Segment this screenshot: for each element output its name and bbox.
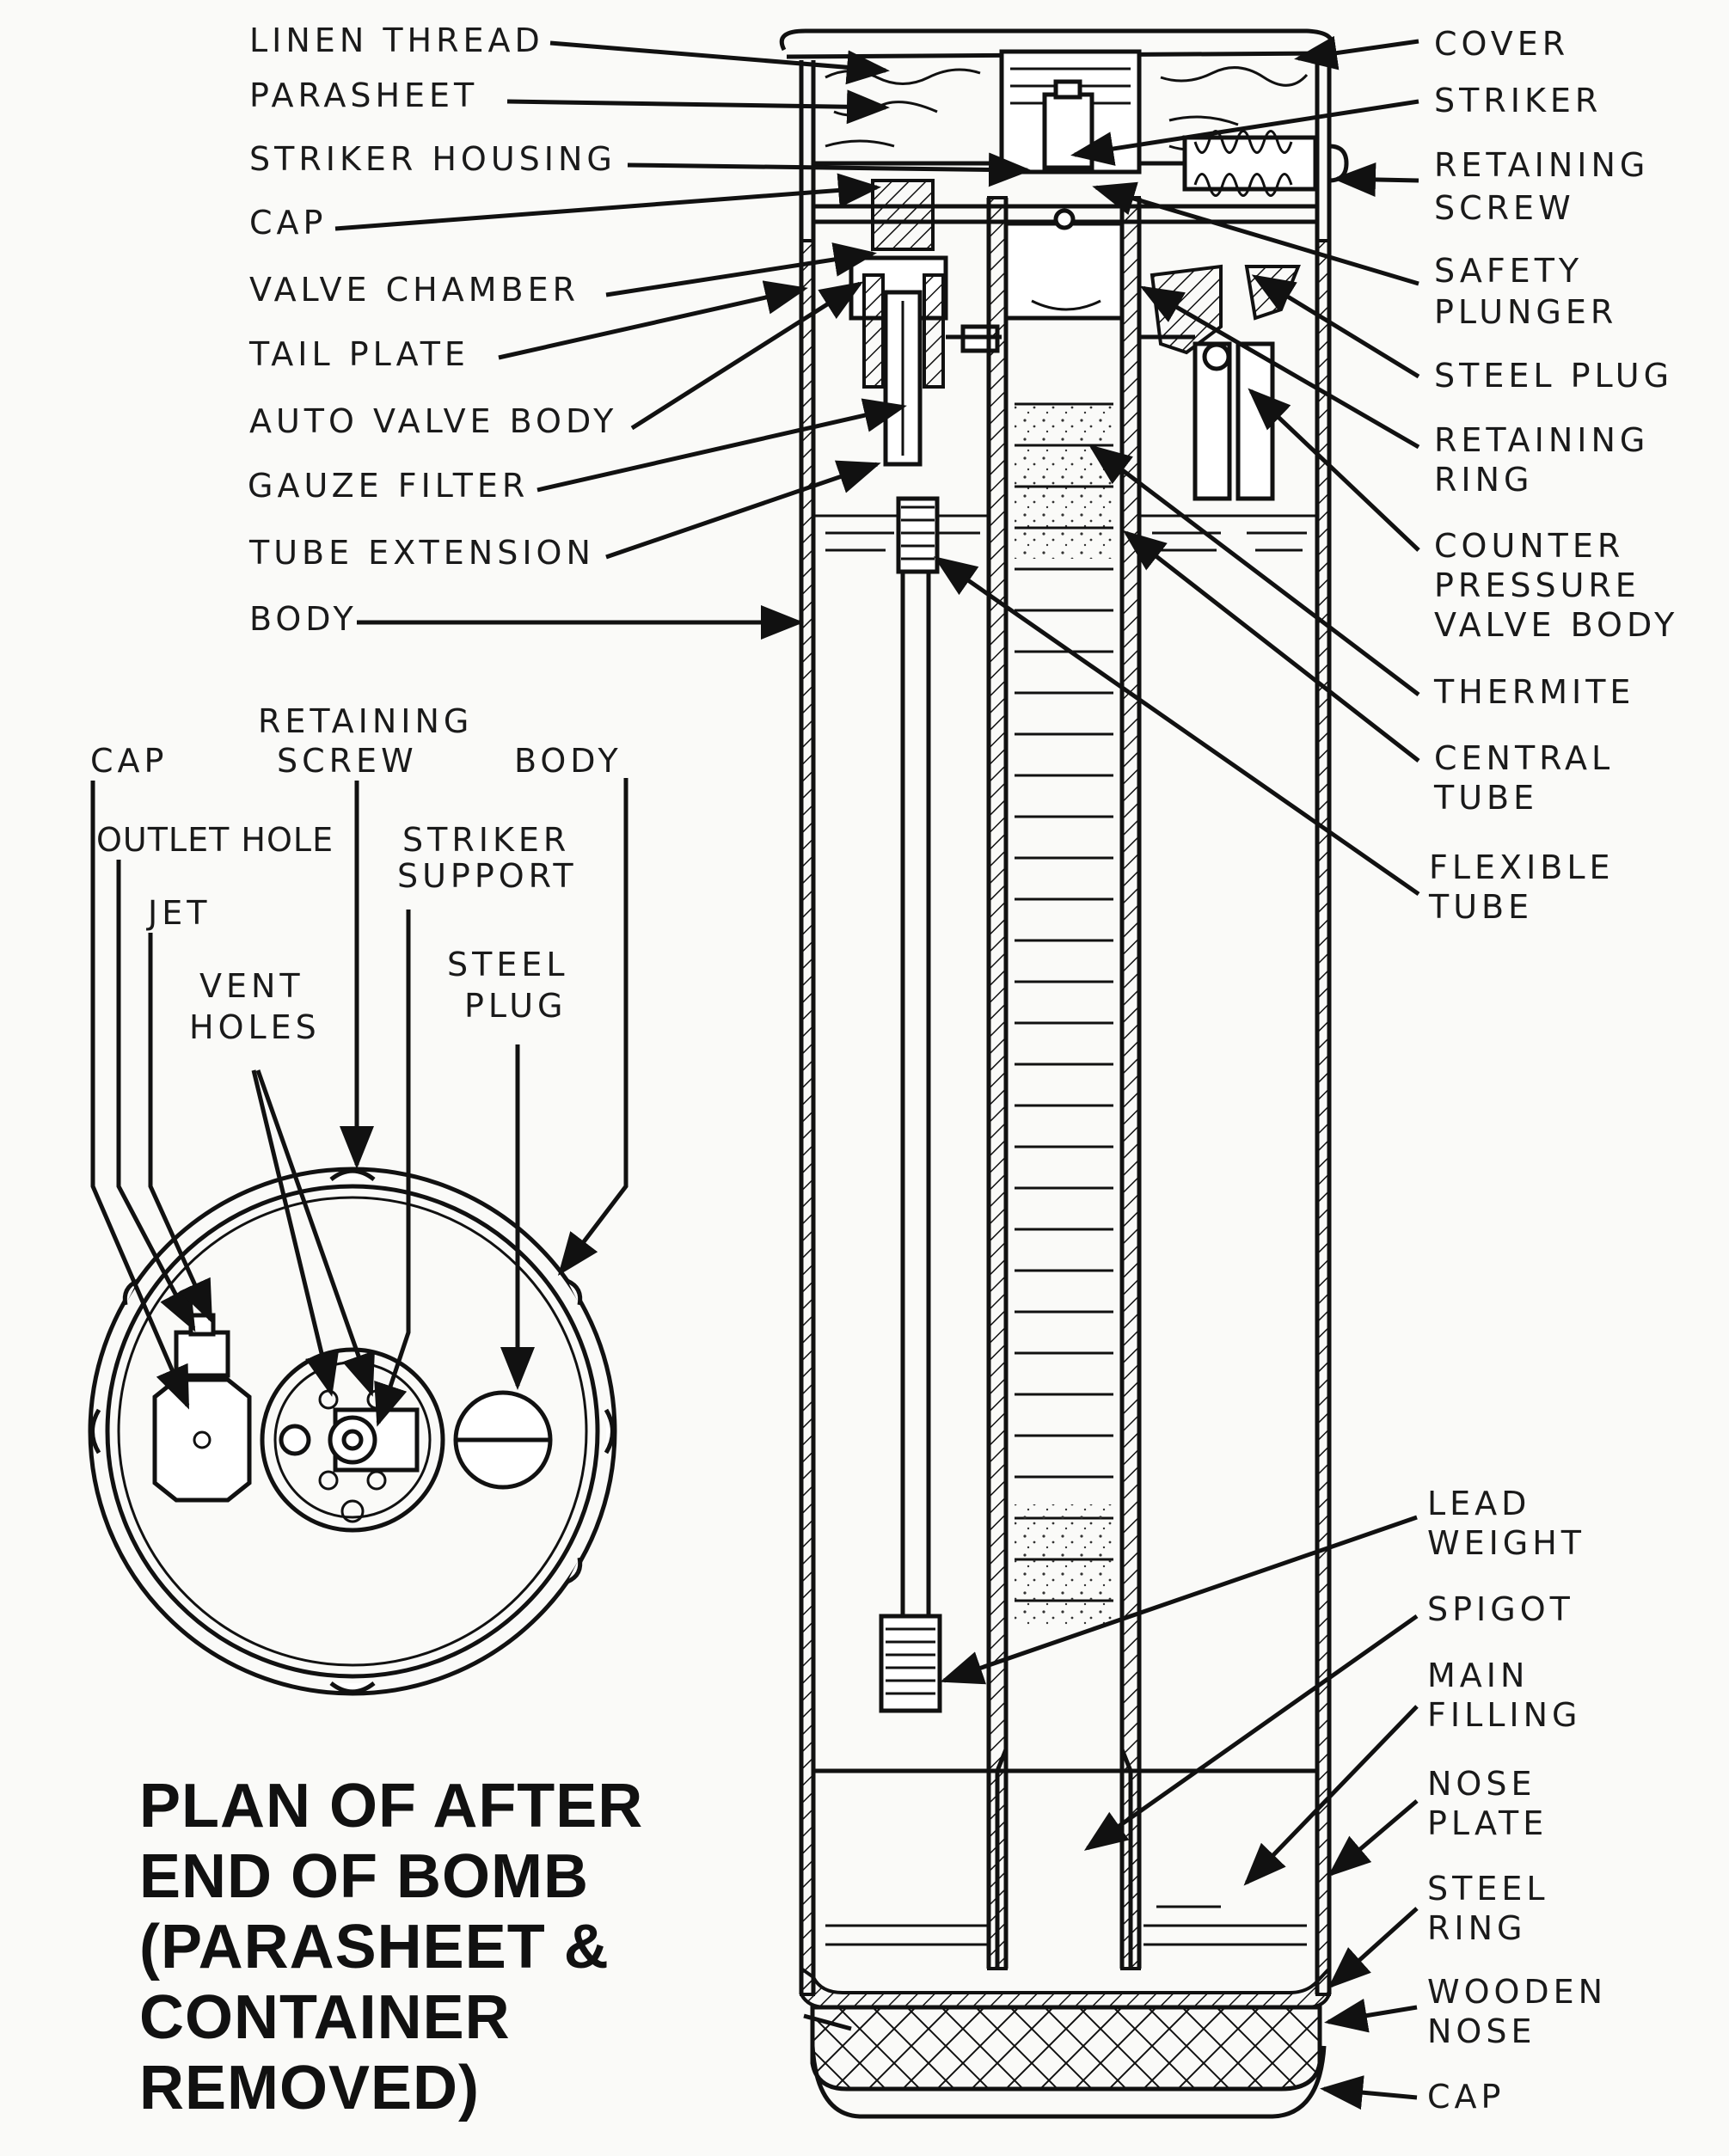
- label-valve-chamber: VALVE CHAMBER: [249, 271, 579, 309]
- nose-plate: [800, 1963, 1331, 2009]
- label-auto-valve-body: AUTO VALVE BODY: [249, 402, 617, 440]
- label-striker: STRIKER: [1434, 82, 1602, 119]
- label-spigot: SPIGOT: [1427, 1590, 1574, 1628]
- plan-title-line-2: END OF BOMB: [139, 1842, 589, 1911]
- main-filling: [813, 1768, 1317, 1946]
- plan-title-line-3: (PARASHEET &: [139, 1913, 610, 1981]
- plan-cap: [152, 1313, 252, 1503]
- right-leaders: [933, 35, 1420, 2110]
- plan-title-line-5: REMOVED): [139, 2054, 480, 2122]
- plan-title: PLAN OF AFTER END OF BOMB (PARASHEET & C…: [139, 1772, 643, 2122]
- plan-striker-support: [260, 1347, 445, 1533]
- spigot: [995, 1749, 1133, 1969]
- label-tube-extension: TUBE EXTENSION: [248, 534, 595, 572]
- label-steel-plug: STEEL PLUG: [1434, 357, 1673, 395]
- lead-weight: [879, 1614, 942, 1713]
- left-labels: LINEN THREAD PARASHEET STRIKER HOUSING C…: [248, 21, 617, 638]
- label-gauze-filter: GAUZE FILTER: [248, 467, 529, 505]
- plan-steel-plug: [453, 1390, 553, 1490]
- thermite: [1015, 402, 1113, 1625]
- label-linen-thread: LINEN THREAD: [249, 21, 544, 59]
- label-striker-housing: STRIKER HOUSING: [249, 140, 616, 178]
- plan-leaders: [90, 778, 628, 1427]
- left-leaders: [334, 40, 1032, 640]
- nose-cap: [810, 2045, 1327, 2119]
- striker-housing: [999, 49, 1142, 175]
- central-tube: [986, 196, 1142, 1970]
- plan-label-body: BODY: [514, 742, 622, 780]
- plan-title-line-1: PLAN OF AFTER: [139, 1772, 643, 1841]
- body-shell: [799, 60, 1332, 1996]
- label-cover: COVER: [1434, 25, 1569, 63]
- label-tail-plate: TAIL PLATE: [248, 335, 469, 373]
- bomb-section: [779, 28, 1349, 2119]
- wooden-nose: [810, 2005, 1322, 2092]
- label-thermite: THERMITE: [1433, 673, 1634, 711]
- plan-view: [88, 1167, 617, 1696]
- label-parasheet: PARASHEET: [249, 77, 478, 114]
- plan-title-line-4: CONTAINER: [139, 1983, 511, 2052]
- label-cap: CAP: [249, 204, 327, 242]
- retaining-screw: [1182, 130, 1349, 197]
- striker: [1042, 92, 1094, 170]
- flexible-tube: [879, 496, 942, 1713]
- label-body: BODY: [249, 600, 358, 638]
- label-nose-cap: CAP: [1427, 2078, 1505, 2116]
- plan-label-cap: CAP: [90, 742, 168, 780]
- plan-label-jet: JET: [146, 894, 211, 932]
- plan-label-outlet-hole: OUTLET HOLE: [96, 821, 334, 859]
